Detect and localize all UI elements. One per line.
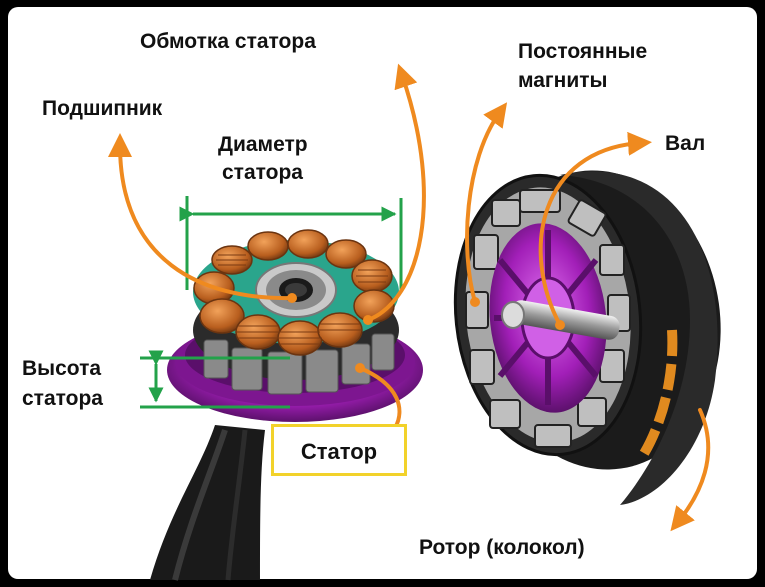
label-bearing: Подшипник (42, 97, 163, 120)
arrow-shaft (538, 131, 652, 327)
arrow-stator-winding (366, 63, 426, 322)
label-stator-diameter: Диаметр статора (218, 131, 308, 187)
stator-label-box: Статор (271, 424, 407, 476)
label-permanent-magnets-line2: магниты (518, 69, 608, 92)
label-stator-winding: Обмотка статора (140, 30, 316, 53)
label-stator-height: Высота статора (22, 354, 103, 414)
label-rotor: Ротор (колокол) (419, 536, 585, 559)
label-permanent-magnets: Постоянные магниты (518, 37, 647, 95)
rotor-bell (453, 170, 721, 505)
arrow-permanent-magnets (465, 102, 508, 304)
stator-height-dimension (140, 350, 290, 409)
label-stator: Статор (300, 439, 378, 464)
label-shaft: Вал (665, 132, 706, 155)
label-stator-diameter-line2: статора (222, 161, 303, 184)
label-permanent-magnets-line1: Постоянные (518, 40, 648, 63)
arrow-rotor (670, 408, 711, 532)
arrow-stator (358, 366, 402, 430)
label-stator-diameter-line1: Диаметр (218, 133, 308, 156)
arrow-bearing (108, 133, 294, 301)
label-stator-height-line2: статора (22, 387, 103, 410)
label-stator-height-line1: Высота (22, 357, 102, 380)
permanent-magnets (465, 189, 631, 448)
motor-cable (150, 425, 265, 581)
shaft (501, 300, 620, 340)
stator-assembly (167, 229, 423, 422)
